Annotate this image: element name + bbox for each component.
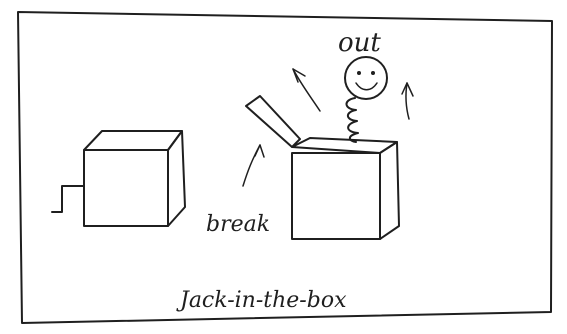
jack-figure <box>345 57 387 142</box>
box-crank <box>52 186 84 212</box>
left-out-arrow <box>293 69 320 111</box>
break-arrow <box>243 145 264 186</box>
jack-spring <box>346 98 358 142</box>
label-out: out <box>338 28 381 58</box>
closed-box-drawing <box>52 131 185 226</box>
broken-lid <box>246 96 300 147</box>
sketch-frame <box>18 12 552 323</box>
label-break: break <box>206 212 270 237</box>
right-out-arrow <box>402 83 413 119</box>
caption-jack-in-the-box: Jack-in-the-box <box>176 288 347 313</box>
